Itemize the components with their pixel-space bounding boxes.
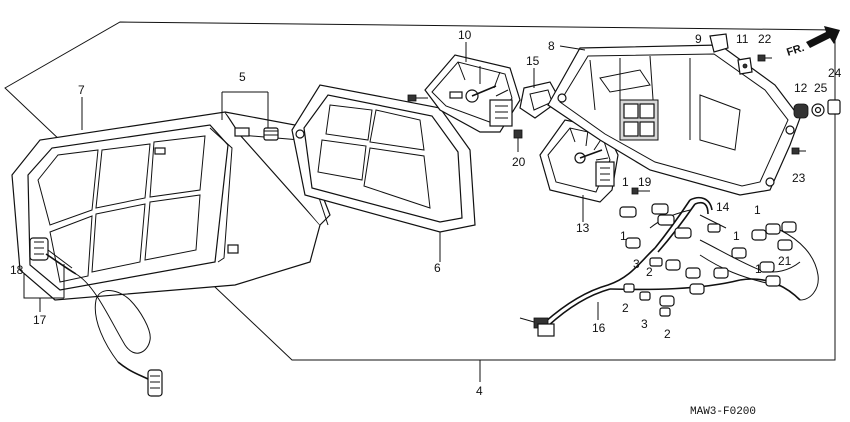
label-part-18: 18: [10, 263, 24, 277]
leader-lines: [23, 42, 599, 382]
speedometer-cable: [29, 237, 163, 397]
label-part-6: 6: [434, 261, 441, 275]
screw-19: [631, 187, 650, 195]
label-part-7: 7: [78, 83, 85, 97]
label-part-1: 1: [622, 175, 629, 189]
speedometer: [407, 54, 521, 133]
label-part-15: 15: [526, 54, 540, 68]
front-direction-arrow-icon: [806, 26, 840, 48]
label-part-10: 10: [458, 28, 472, 42]
label-part-2b: 2: [622, 301, 629, 315]
label-part-11: 11: [736, 32, 749, 46]
label-part-22: 22: [758, 32, 772, 46]
screw-23: [791, 147, 806, 155]
collar-25: [811, 103, 825, 117]
label-part-2c: 2: [664, 327, 671, 341]
label-part-25: 25: [814, 81, 828, 95]
grommet-12: [793, 103, 809, 119]
screw-5: [263, 127, 279, 141]
label-part-12: 12: [794, 81, 808, 95]
cap-9: [709, 33, 729, 53]
label-part-16: 16: [592, 321, 606, 335]
label-part-5: 5: [239, 70, 246, 84]
label-part-9: 9: [695, 32, 702, 46]
label-part-4: 4: [476, 384, 483, 398]
nut-24: [827, 99, 841, 115]
label-part-3a: 3: [633, 257, 640, 271]
clip-11: [737, 57, 753, 75]
label-part-1e: 1: [755, 262, 762, 276]
label-part-19: 19: [638, 175, 652, 189]
bulb-sockets: [619, 203, 797, 317]
label-part-1d: 1: [754, 203, 761, 217]
label-part-13: 13: [576, 221, 590, 235]
label-part-20: 20: [512, 155, 526, 169]
tachometer: [539, 119, 619, 203]
label-part-24: 24: [828, 66, 842, 80]
figure-code: MAW3-F0200: [690, 406, 756, 418]
label-part-21: 21: [778, 254, 792, 268]
label-part-23: 23: [792, 171, 806, 185]
label-part-1c: 1: [733, 229, 740, 243]
label-part-2a: 2: [646, 265, 653, 279]
meter-case: [547, 44, 801, 196]
label-part-8: 8: [548, 39, 555, 53]
assembly-outline: [4, 21, 836, 361]
meter-cover: [11, 111, 331, 301]
label-part-17: 17: [33, 313, 47, 327]
meter-panel: [291, 84, 476, 233]
label-part-1b: 1: [620, 229, 627, 243]
screw-22: [757, 54, 772, 62]
direction-label: FR.: [785, 42, 806, 59]
label-part-14: 14: [716, 200, 730, 214]
label-part-3b: 3: [641, 317, 648, 331]
